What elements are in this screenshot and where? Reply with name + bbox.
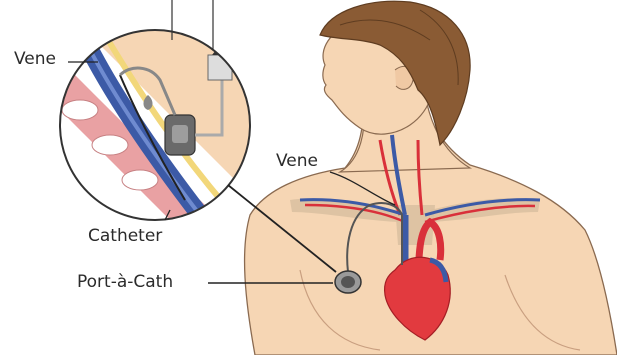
label-port-a-cath: Port-à-Cath	[77, 274, 173, 291]
port-device-center	[341, 276, 355, 288]
inset-magnification	[55, 25, 255, 230]
label-vene-neck: Vene	[276, 153, 318, 170]
label-catheter: Catheter	[88, 228, 162, 245]
label-vene-inset: Vene	[14, 51, 56, 68]
